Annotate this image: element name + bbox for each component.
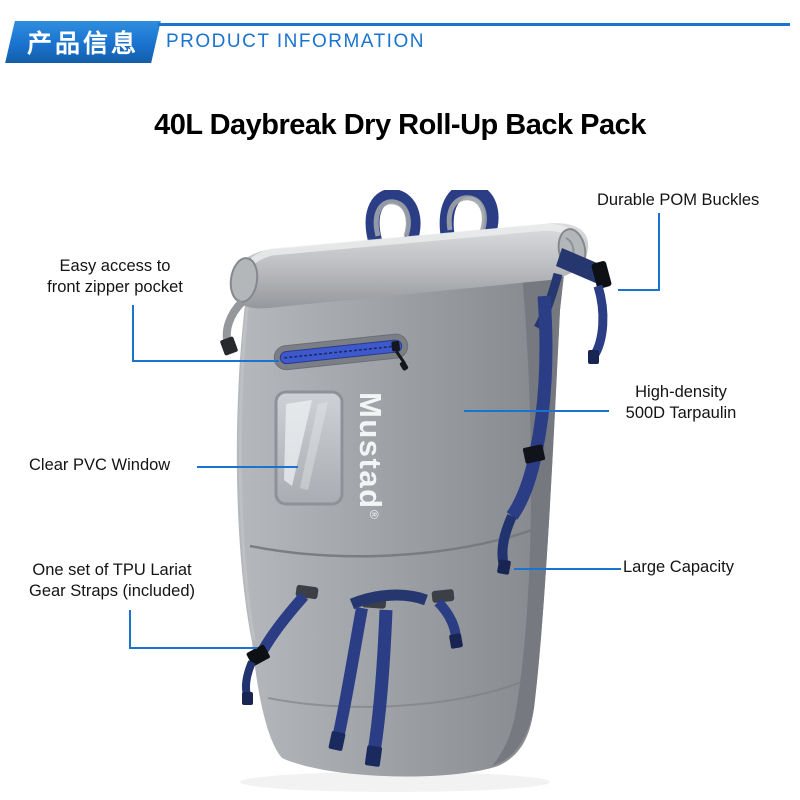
- callout-zipper-pocket: Easy access to front zipper pocket: [47, 257, 183, 296]
- ground-shadow: [240, 772, 550, 792]
- header-banner: 产品信息: [5, 21, 161, 63]
- front-zipper: [273, 333, 409, 371]
- brand-logo: Mustad ®: [353, 392, 388, 519]
- header-title: PRODUCT INFORMATION: [166, 31, 425, 52]
- product-title: 40L Daybreak Dry Roll-Up Back Pack: [154, 109, 646, 141]
- callout-tarpaulin: High-density 500D Tarpaulin: [625, 383, 737, 422]
- roll-top: [229, 223, 589, 309]
- header-badge-cn: 产品信息: [26, 30, 139, 58]
- header-rule: [158, 23, 790, 26]
- pvc-window: [274, 390, 344, 506]
- callout-buckles: Durable POM Buckles: [597, 191, 760, 209]
- callout-capacity: Large Capacity: [623, 558, 734, 576]
- brand-text: Mustad: [353, 392, 388, 510]
- leader-line-buckles: [618, 213, 660, 291]
- callout-gear-straps: One set of TPU Lariat Gear Straps (inclu…: [29, 561, 195, 600]
- callout-pvc-window: Clear PVC Window: [29, 456, 171, 474]
- gear-straps: [241, 584, 463, 767]
- backpack-image: Mustad ®: [220, 190, 612, 792]
- shoulder-straps: [365, 190, 499, 246]
- brand-mark: ®: [367, 510, 381, 519]
- compression-strap: [497, 295, 553, 575]
- left-strap: [220, 299, 245, 356]
